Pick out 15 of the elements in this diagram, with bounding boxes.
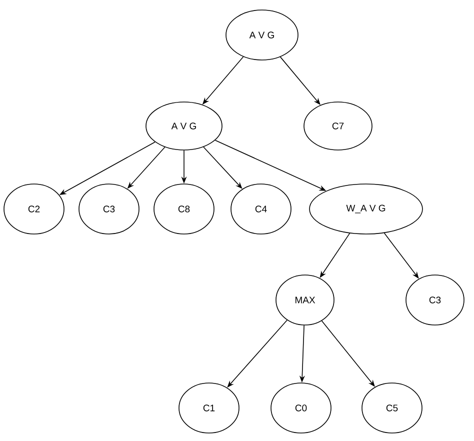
arrow bbox=[203, 146, 242, 189]
ellipse-node: C1 bbox=[178, 382, 240, 434]
ellipse-node: A V G bbox=[146, 102, 222, 150]
ellipse-node: C3 bbox=[78, 184, 140, 234]
ellipse-node: C5 bbox=[362, 382, 422, 434]
ellipse-node: C3 bbox=[406, 274, 464, 326]
arrow bbox=[280, 56, 320, 105]
ellipse-node: A V G bbox=[226, 10, 298, 60]
ellipse-node: C8 bbox=[154, 184, 214, 234]
ellipse-node: C4 bbox=[230, 184, 292, 234]
ellipse-node: C0 bbox=[270, 382, 332, 434]
ellipse-node: C2 bbox=[4, 184, 64, 234]
ellipse-node: W_A V G bbox=[309, 184, 423, 234]
ellipse-node: C7 bbox=[304, 102, 372, 150]
ellipse-node: MAX bbox=[276, 274, 334, 326]
